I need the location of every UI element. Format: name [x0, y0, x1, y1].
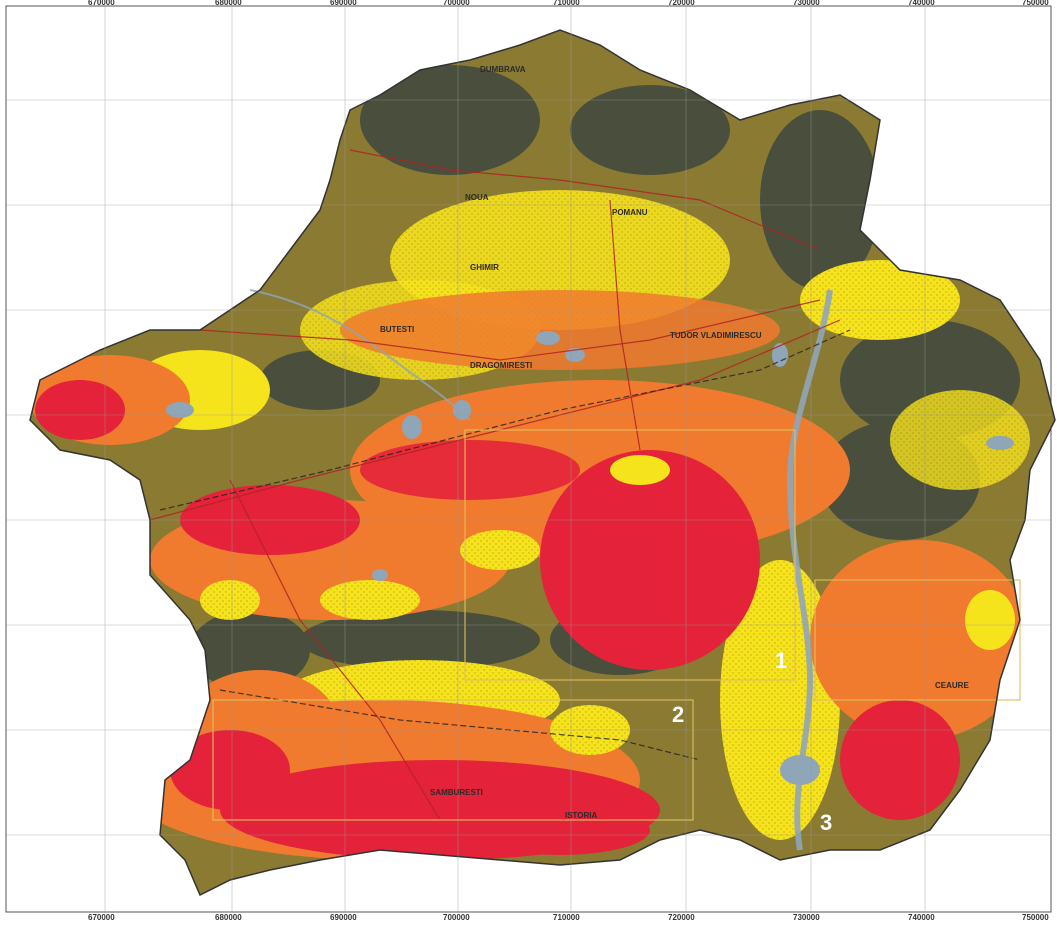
x-tick-bottom: 740000 — [908, 913, 935, 922]
x-tick-top: 750000 — [1022, 0, 1049, 7]
river — [786, 289, 833, 851]
place-label: DRAGOMIRESTI — [470, 361, 532, 370]
place-label: TUDOR VLADIMIRESCU — [670, 331, 762, 340]
zone-label-1: 1 — [775, 648, 787, 673]
grid-lines — [6, 6, 1051, 912]
x-tick-top: 740000 — [908, 0, 935, 7]
x-tick-bottom: 710000 — [553, 913, 580, 922]
x-tick-top: 720000 — [668, 0, 695, 7]
x-tick-bottom: 750000 — [1022, 913, 1049, 922]
x-tick-top: 680000 — [215, 0, 242, 7]
zone-boundaries — [212, 429, 1021, 821]
x-tick-bottom: 680000 — [215, 913, 242, 922]
place-label: GHIMIR — [470, 263, 499, 272]
x-tick-top: 670000 — [88, 0, 115, 7]
zone-label-2: 2 — [672, 702, 684, 727]
x-tick-bottom: 720000 — [668, 913, 695, 922]
stream — [249, 289, 471, 421]
x-tick-bottom: 670000 — [88, 913, 115, 922]
x-tick-bottom: 730000 — [793, 913, 820, 922]
place-label: NOUA — [465, 193, 489, 202]
x-tick-top: 710000 — [553, 0, 580, 7]
place-label: BUTESTI — [380, 325, 414, 334]
x-tick-bottom: 700000 — [443, 913, 470, 922]
x-tick-bottom: 690000 — [330, 913, 357, 922]
place-label: SAMBURESTI — [430, 788, 483, 797]
place-label: POMANU — [612, 208, 648, 217]
x-tick-top: 730000 — [793, 0, 820, 7]
zone-label-3: 3 — [820, 810, 832, 835]
place-label: CEAURE — [935, 681, 969, 690]
place-label: DUMBRAVA — [480, 65, 526, 74]
x-tick-top: 700000 — [443, 0, 470, 7]
x-tick-top: 690000 — [330, 0, 357, 7]
place-label: ISTORIA — [565, 811, 598, 820]
